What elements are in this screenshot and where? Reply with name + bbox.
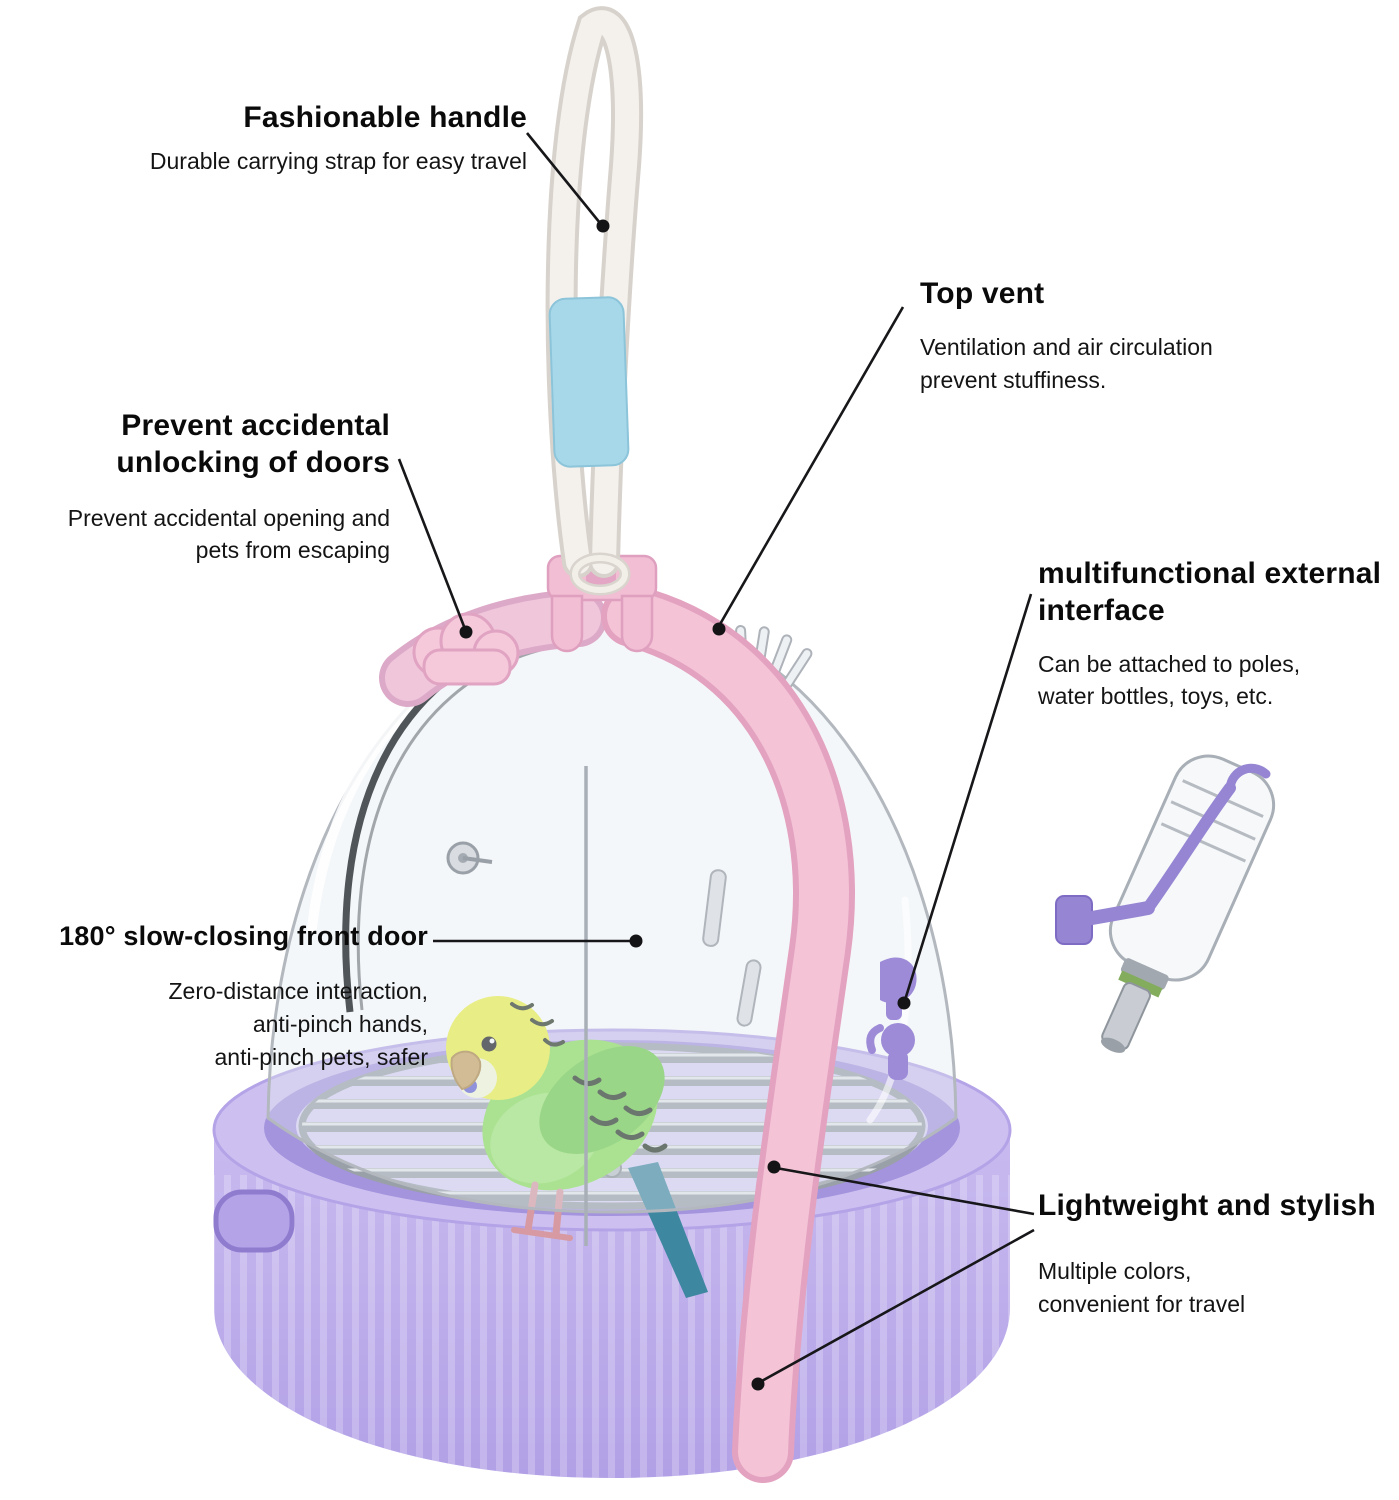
door-lock-cloud: [412, 612, 520, 686]
callout-top-vent-desc: Ventilation and air circulation prevent …: [920, 333, 1213, 393]
callout-lightweight-desc: Multiple colors, convenient for travel: [1038, 1257, 1246, 1317]
callout-lightweight-title: Lightweight and stylish: [1038, 1189, 1376, 1222]
leader-external-interface: [897, 593, 1033, 1010]
leader-door-lock: [397, 458, 473, 639]
callout-door-lock-desc: Prevent accidental opening and pets from…: [67, 504, 390, 564]
callout-external-interface-desc: Can be attached to poles, water bottles,…: [1038, 650, 1301, 710]
callout-door-lock-title: Prevent accidental unlocking of doors: [116, 409, 390, 479]
callout-front-door-title: 180° slow-closing front door: [59, 921, 428, 951]
callout-lightweight: Lightweight and stylish Multiple colors,…: [1038, 1188, 1376, 1320]
front-strap: [607, 591, 849, 1477]
dome-slot-lower: [736, 959, 762, 1027]
callout-handle-title: Fashionable handle: [243, 101, 527, 134]
strap-sleeve: [548, 296, 630, 468]
callout-front-door: 180° slow-closing front door Zero-distan…: [59, 920, 428, 1073]
callout-external-interface-title: multifunctional external interface: [1038, 557, 1382, 627]
callout-door-lock: Prevent accidental unlocking of doors Pr…: [68, 408, 390, 567]
callout-external-interface: multifunctional external interface Can b…: [1038, 556, 1381, 713]
bottle-gasket: [1118, 970, 1163, 998]
base-handle-notch: [213, 1189, 295, 1253]
bird-beak: [450, 1050, 482, 1091]
rope-handle: [545, 6, 644, 596]
leader-top-vent: [712, 306, 905, 636]
bottle-holder: [1055, 763, 1271, 945]
callout-top-vent-title: Top vent: [920, 277, 1045, 310]
budgie-bird: [446, 996, 708, 1298]
external-interface-clamps: [866, 957, 917, 1080]
callout-top-vent: Top vent Ventilation and air circulation…: [920, 276, 1213, 396]
callout-handle-desc: Durable carrying strap for easy travel: [149, 147, 527, 174]
water-bottle: [1055, 754, 1276, 1053]
callout-front-door-desc: Zero-distance interaction, anti-pinch ha…: [168, 978, 428, 1070]
leader-lightweight-upper: [767, 1160, 1035, 1216]
leader-front-door: [433, 934, 643, 948]
leader-handle: [525, 132, 610, 233]
dome-slot-upper: [702, 869, 727, 947]
leader-lines: [397, 132, 1035, 1391]
leader-lightweight-lower: [751, 1228, 1035, 1391]
callout-handle: Fashionable handle Durable carrying stra…: [150, 100, 527, 178]
